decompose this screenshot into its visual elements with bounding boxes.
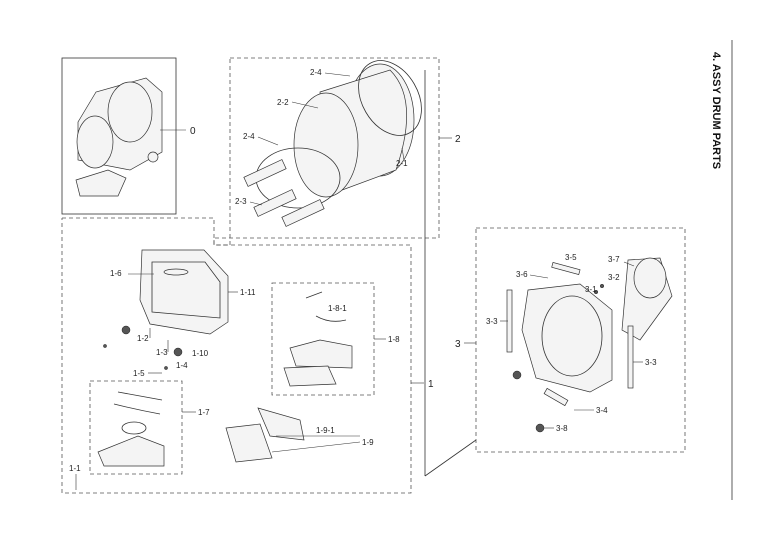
label-3-2: 3-2	[608, 273, 620, 282]
part-3-1-screw	[593, 289, 599, 295]
label-1-1: 1-1	[69, 464, 81, 473]
rear-3-bearing-area	[541, 295, 603, 377]
front-1-roller-a	[121, 325, 131, 335]
part-3-3-lifter-right	[627, 325, 634, 389]
front-1-group: 1-6 1-11 1-2 1-3 1-10 1-4 1-5 1-7 1-1 1-…	[61, 217, 434, 494]
label-1-10: 1-10	[192, 349, 209, 358]
label-3-6: 3-6	[516, 270, 528, 279]
label-1-3: 1-3	[156, 348, 168, 357]
part-1-7-wire-b	[113, 403, 161, 415]
label-1-2: 1-2	[137, 334, 149, 343]
part-1-7-wire-a	[117, 391, 163, 401]
drum-2-lifter-b	[253, 189, 297, 217]
label-1-11: 1-11	[240, 288, 256, 297]
part-3-8-roller-b	[535, 423, 545, 433]
assembly-0-box	[61, 57, 177, 215]
label-2: 2	[455, 134, 461, 145]
assembly-0-duct	[75, 169, 127, 197]
leader-3-6	[529, 274, 549, 279]
drum-2-group: 2-4 2-2 2-4 2-3 2-1 2	[213, 57, 461, 246]
front-1-bracket	[163, 268, 189, 276]
label-3-7: 3-7	[608, 255, 620, 264]
label-1-8: 1-8	[388, 335, 400, 344]
leader-3-7	[623, 261, 635, 267]
label-3-5: 3-5	[565, 253, 577, 262]
label-2-2: 2-2	[277, 98, 289, 107]
label-1-8-1: 1-8-1	[328, 304, 347, 313]
rear-3-7-grille	[633, 257, 667, 299]
part-3-2-washer	[599, 283, 605, 289]
leader-2-4b	[257, 136, 279, 146]
drum-2-front-rim	[293, 92, 359, 198]
rear-3-housing	[521, 283, 613, 393]
front-1-box	[61, 217, 412, 494]
label-3: 3	[455, 339, 461, 350]
drum-2-lifter-a	[243, 159, 287, 187]
label-1-9-1: 1-9-1	[316, 426, 335, 435]
label-2-4b: 2-4	[243, 132, 255, 141]
front-1-housing	[139, 249, 229, 335]
leader-2-4a	[324, 72, 351, 77]
assembly-0-front-ring	[76, 115, 114, 169]
leader-2-3	[249, 201, 263, 206]
label-2-4a: 2-4	[310, 68, 322, 77]
label-3-1: 3-1	[585, 285, 597, 294]
leader-1-9	[271, 441, 361, 453]
part-1-7-gasket	[121, 421, 147, 435]
drum-2-rear-seal	[358, 60, 422, 136]
label-3-3a: 3-3	[486, 317, 498, 326]
label-3-3b: 3-3	[645, 358, 657, 367]
label-0: 0	[190, 126, 196, 137]
assembly-0-roller	[147, 151, 159, 163]
part-1-8-1-harness	[315, 315, 347, 322]
label-1-9: 1-9	[362, 438, 374, 447]
label-1-7: 1-7	[198, 408, 210, 417]
label-1-5: 1-5	[133, 369, 145, 378]
leader-2-2	[291, 101, 319, 109]
assembly-0-group: 0	[61, 57, 196, 215]
front-1-opening	[151, 261, 221, 319]
leader-2-1	[401, 147, 405, 161]
label-3-8: 3-8	[556, 424, 568, 433]
part-1-9-duct	[225, 423, 273, 463]
front-1-screw-b	[164, 366, 168, 370]
part-1-9-1-cap	[257, 407, 305, 441]
page-title: 4. ASSY DRUM PARTS	[710, 52, 722, 169]
drum-2-lifter-c	[281, 199, 325, 227]
part-3-5-bracket	[551, 262, 581, 275]
part-1-8-cover	[283, 365, 337, 387]
part-1-8-wire	[305, 291, 323, 299]
label-1: 1	[428, 379, 434, 390]
drum-2-box	[213, 57, 440, 246]
assembly-0-rear-ring	[107, 81, 153, 143]
rear-3-group: 3-5 3-6 3-2 3-1 3-7 3-3 3-3 3-4 3-8 3	[455, 227, 686, 453]
label-2-1: 2-1	[396, 159, 408, 168]
label-1-4: 1-4	[176, 361, 188, 370]
front-1-screw-a	[103, 344, 107, 348]
sub-box-1-7	[89, 380, 183, 475]
part-1-1-duct	[97, 435, 165, 467]
part-3-4-shaft	[543, 387, 569, 407]
label-2-3: 2-3	[235, 197, 247, 206]
label-3-4: 3-4	[596, 406, 608, 415]
connector-diagonal	[424, 439, 477, 477]
label-1-6: 1-6	[110, 269, 122, 278]
front-1-roller-b	[173, 347, 183, 357]
part-3-8-roller-a	[512, 370, 522, 380]
part-1-8-filter	[289, 339, 353, 369]
